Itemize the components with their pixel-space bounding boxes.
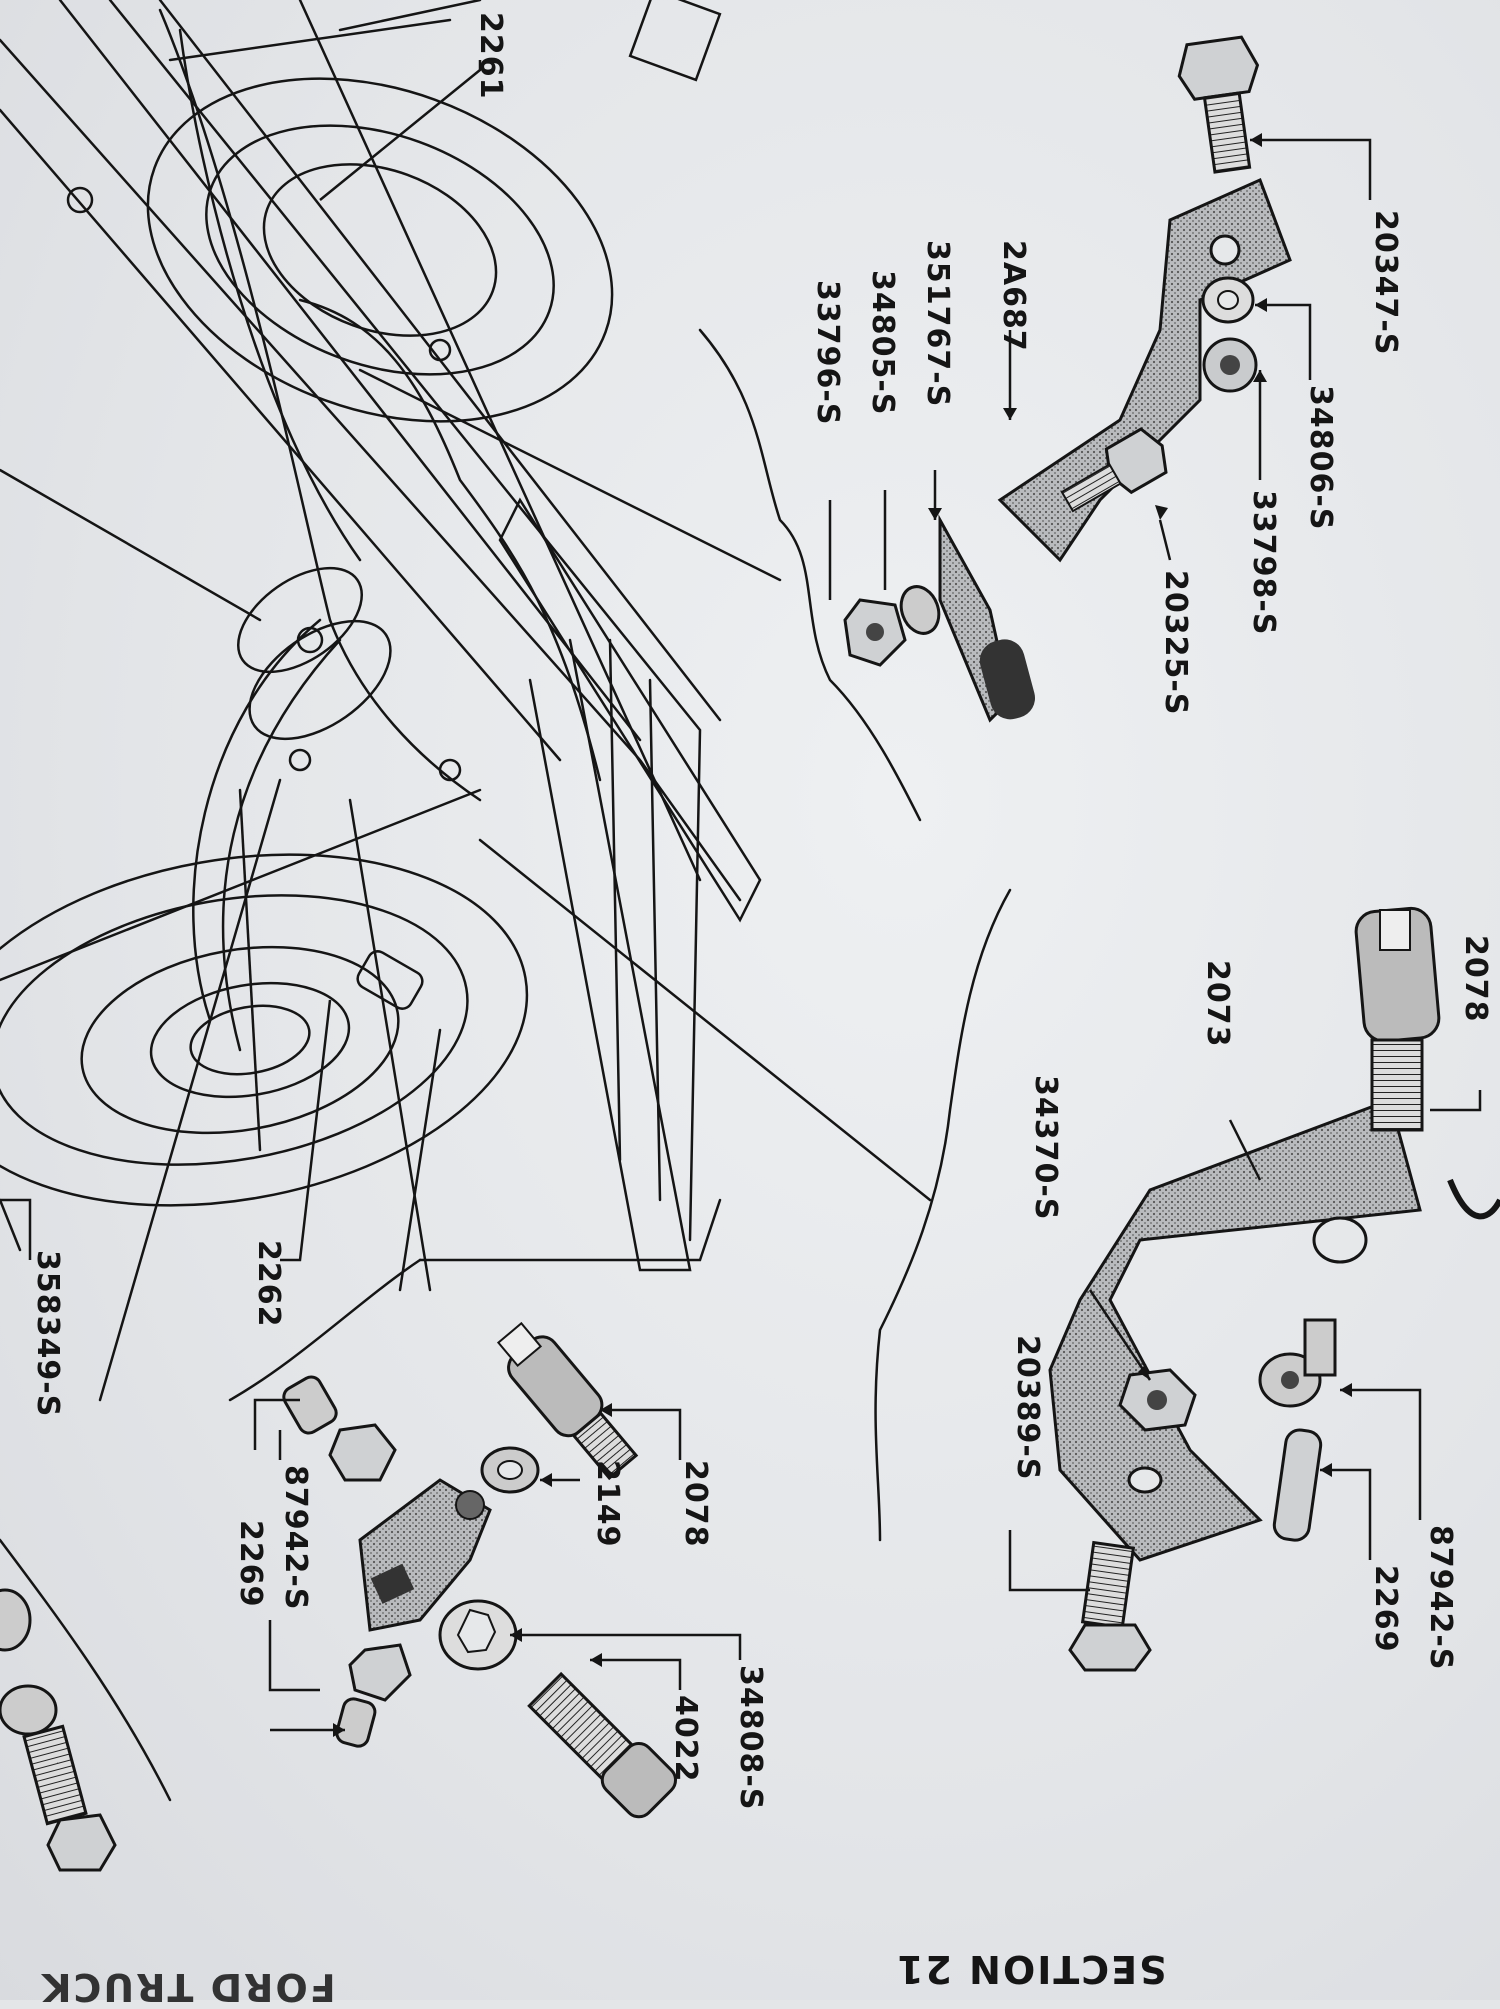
part-label-2149: 2149 [590,1460,625,1548]
part-label-2073: 2073 [1200,960,1235,1048]
part-label-33796-s: 33796-S [810,280,845,426]
distribution-block-illustration [0,1321,678,1872]
part-label-2262: 2262 [251,1240,286,1328]
part-label-2261: 2261 [473,12,508,100]
section-heading: SECTION 21 [895,1947,1167,1991]
part-label-2078-bottom: 2078 [678,1460,713,1548]
vehicle-chassis-illustration [0,0,1012,1802]
part-label-2078-top: 2078 [1458,935,1493,1023]
part-label-2a687: 2A687 [996,240,1031,352]
part-label-2269-left: 2269 [233,1520,268,1608]
part-label-34808-s: 34808-S [733,1665,768,1811]
leader-lines [0,60,1482,1732]
part-label-33798-s: 33798-S [1246,490,1281,636]
part-label-358349-s: 358349-S [30,1250,65,1418]
bracket-2073-illustration [1048,906,1500,1672]
part-label-20347-s: 20347-S [1368,210,1403,356]
leader-arrowheads [333,133,1352,1737]
part-label-34806-s: 34806-S [1303,385,1338,531]
bracket-2a687-illustration [843,35,1292,723]
part-label-2269-right: 2269 [1368,1565,1403,1653]
book-title: FORD TRUCK [40,1965,336,2009]
part-label-34370-s: 34370-S [1028,1075,1063,1221]
part-label-87942-s-right: 87942-S [1423,1525,1458,1671]
part-label-87942-s-left: 87942-S [278,1465,313,1611]
part-label-351767-s: 351767-S [920,240,955,408]
part-label-34805-s: 34805-S [865,270,900,416]
part-label-20325-s: 20325-S [1158,570,1193,716]
part-label-20389-s: 20389-S [1010,1335,1045,1481]
part-label-4022: 4022 [668,1695,703,1783]
